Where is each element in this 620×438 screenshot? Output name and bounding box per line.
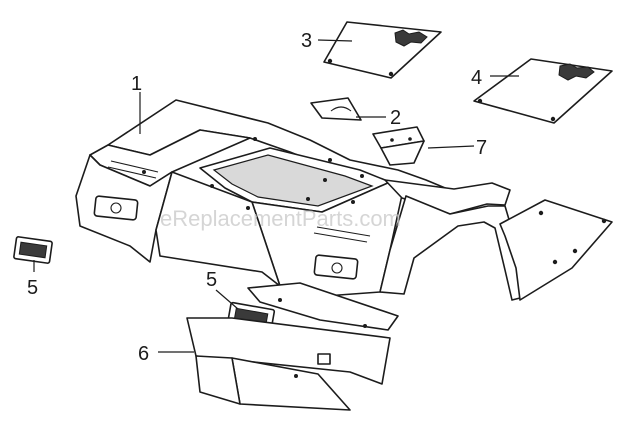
- callout-5-center: 5: [206, 269, 217, 291]
- callout-1: 1: [131, 73, 142, 95]
- panel-part-6[interactable]: [186, 282, 399, 411]
- callout-4: 4: [471, 67, 482, 89]
- callout-5-left: 5: [27, 277, 38, 299]
- callouts: 1 3 4 2 7 5 5 6: [27, 30, 487, 365]
- callout-6: 6: [138, 343, 149, 365]
- emblem-part-5-left[interactable]: [13, 236, 53, 264]
- leader-lines: [33, 39, 519, 353]
- bracket-part-7[interactable]: [372, 126, 425, 166]
- callout-3: 3: [301, 30, 312, 52]
- fender-body-part-1[interactable]: [75, 99, 613, 301]
- plate-part-4[interactable]: [473, 58, 613, 124]
- callout-2: 2: [390, 107, 401, 129]
- callout-7: 7: [476, 137, 487, 159]
- bracket-part-2[interactable]: [310, 97, 362, 121]
- plate-part-3[interactable]: [323, 21, 442, 79]
- watermark: eReplacementParts.com: [160, 206, 401, 231]
